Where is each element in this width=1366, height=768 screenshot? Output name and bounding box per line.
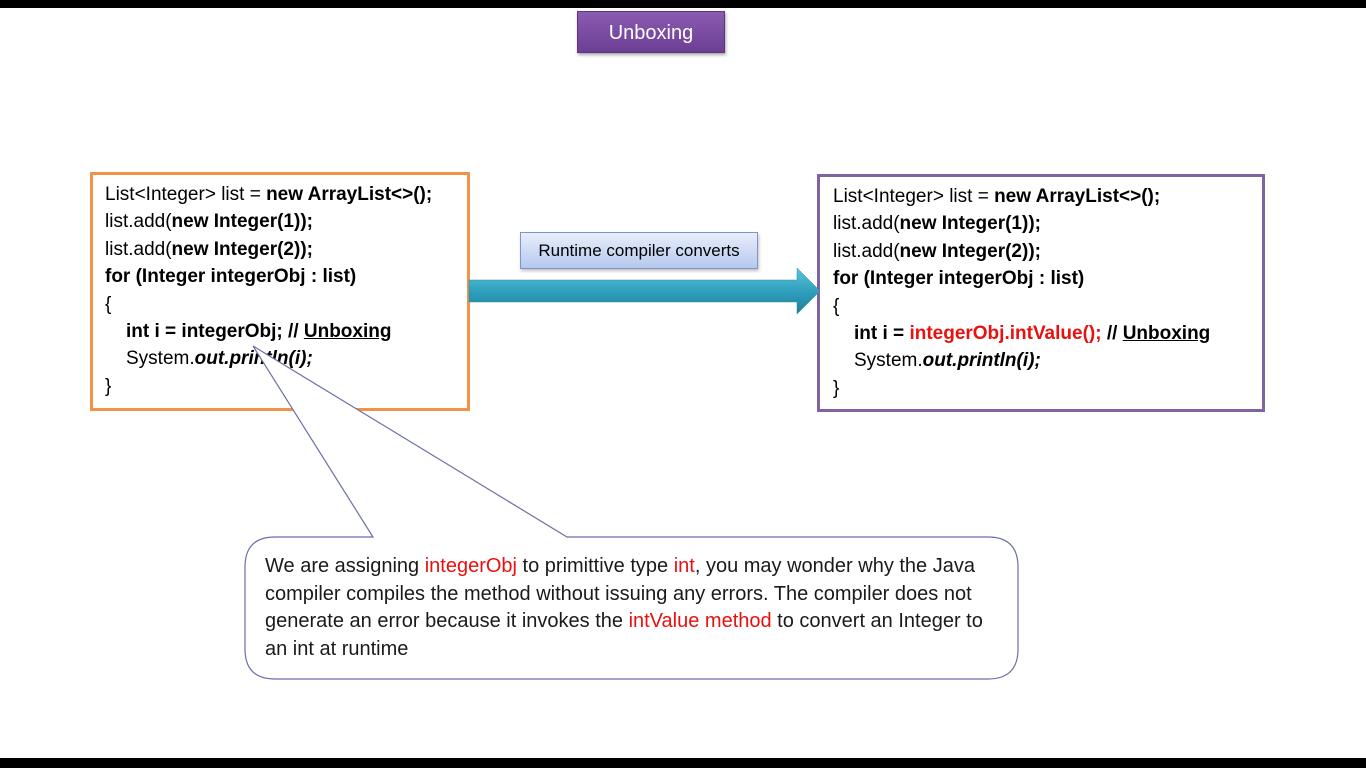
code-text: list.add( — [833, 240, 900, 262]
callout-part: We are assigning — [265, 555, 425, 577]
callout-highlight: intValue method — [628, 610, 772, 633]
callout-part: to convert an Integer to an int at runti… — [265, 610, 983, 660]
callout-part: to primittive type — [517, 555, 674, 577]
callout-text: We are assigning integerObj to primittiv… — [265, 553, 1005, 663]
code-line: list.add(new Integer(2)); — [105, 236, 467, 263]
code-keyword: out.println(i); — [194, 348, 313, 370]
code-keyword: out.println(i); — [922, 350, 1041, 372]
callout-highlight: integerObj — [424, 555, 517, 577]
code-keyword: new Integer(1)); — [171, 211, 313, 233]
code-line: List<Integer> list = new ArrayList<>(); — [833, 183, 1262, 210]
code-line: for (Integer integerObj : list) — [105, 266, 357, 288]
code-text: list.add( — [833, 213, 900, 235]
code-line: list.add(new Integer(1)); — [105, 208, 467, 235]
intvalue-call: integerObj.intValue(); — [909, 322, 1102, 344]
unboxing-label: Unboxing — [303, 320, 392, 342]
code-keyword: new Integer(2)); — [899, 240, 1041, 262]
code-keyword: new ArrayList<>(); — [266, 184, 433, 205]
code-line: int i = integerObj.intValue(); // Unboxi… — [833, 320, 1262, 347]
conversion-arrow — [468, 267, 821, 315]
code-text: list.add( — [105, 211, 172, 233]
code-keyword: new Integer(2)); — [171, 238, 313, 260]
code-line: list.add(new Integer(1)); — [833, 210, 1262, 237]
code-text: List<Integer> list = — [105, 184, 267, 205]
callout-highlight: int — [673, 555, 695, 577]
code-text: List<Integer> list = — [833, 186, 995, 207]
code-text: System. — [126, 348, 195, 370]
slide-title: Unboxing — [577, 11, 725, 53]
unboxing-label: Unboxing — [1122, 322, 1211, 344]
code-keyword: new ArrayList<>(); — [994, 186, 1161, 207]
code-line: for (Integer integerObj : list) — [833, 268, 1085, 290]
converted-code-box: List<Integer> list = new ArrayList<>();l… — [817, 174, 1265, 412]
callout-part: , you may wonder why the Java compiler c… — [265, 555, 975, 633]
code-keyword: int i = integerObj; // — [126, 320, 304, 342]
code-line: { — [833, 295, 840, 317]
code-keyword: int i = — [854, 322, 910, 344]
code-comment: // — [1101, 322, 1123, 344]
code-line: List<Integer> list = new ArrayList<>(); — [105, 181, 467, 208]
code-line: int i = integerObj; // Unboxing — [105, 318, 467, 345]
code-text: System. — [854, 350, 923, 372]
code-line: { — [105, 293, 112, 315]
code-line: System.out.println(i); — [105, 345, 467, 372]
code-line: System.out.println(i); — [833, 347, 1262, 374]
code-keyword: new Integer(1)); — [899, 213, 1041, 235]
top-bar — [0, 0, 1366, 8]
bottom-bar — [0, 758, 1366, 768]
code-line: } — [105, 375, 112, 397]
code-line: list.add(new Integer(2)); — [833, 238, 1262, 265]
original-code-box: List<Integer> list = new ArrayList<>();l… — [90, 172, 470, 411]
code-line: } — [833, 377, 840, 399]
runtime-compiler-label: Runtime compiler converts — [520, 232, 758, 269]
code-text: list.add( — [105, 238, 172, 260]
